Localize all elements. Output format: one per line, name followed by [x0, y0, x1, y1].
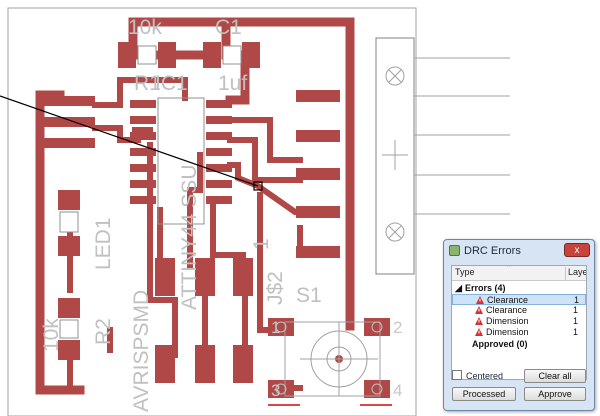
column-layer[interactable]: Layer: [565, 267, 586, 280]
label-ic1-part: ATTINY44 SSU: [178, 165, 201, 310]
error-row[interactable]: Dimension 1: [452, 327, 586, 338]
error-row[interactable]: Dimension 1: [452, 316, 586, 327]
label-c1-value: 1uf: [218, 72, 247, 95]
error-layer: 1: [573, 327, 579, 337]
expand-arrow-icon: ◢: [455, 283, 462, 293]
error-layer: 1: [573, 305, 579, 315]
label-s1-name: S1: [296, 284, 322, 307]
list-header: ^ Type Layer: [452, 266, 586, 281]
label-led1-name: LED1: [92, 217, 115, 270]
label-ic1-name: IC1: [155, 72, 188, 95]
label-r1-value: 10k: [128, 16, 162, 39]
group-errors[interactable]: ◢ Errors (4): [452, 283, 586, 294]
drc-errors-dialog[interactable]: DRC Errors x ^ Type Layer ◢ Errors (4) C…: [443, 239, 595, 411]
label-s1-pin-1: 1: [271, 318, 280, 337]
drc-title-bar[interactable]: DRC Errors x: [444, 240, 594, 262]
label-r2-value: 10k: [40, 318, 63, 352]
centered-label: Centered: [466, 371, 504, 381]
s1-pin-markers: [275, 321, 383, 395]
clear-all-button[interactable]: Clear all: [524, 369, 586, 383]
label-s1-pin-3: 3: [271, 381, 280, 400]
error-type: Dimension: [486, 327, 529, 337]
label-r2-name: R2: [92, 318, 115, 345]
label-s1-pin-4: 4: [393, 381, 402, 400]
group-approved-label: Approved (0): [472, 339, 528, 349]
copper-pads: [37, 42, 392, 406]
connector-lines: [382, 57, 510, 242]
column-type[interactable]: Type: [455, 267, 475, 277]
warning-icon: [476, 296, 484, 304]
error-row[interactable]: Clearance 1: [452, 305, 586, 316]
warning-icon: [475, 328, 483, 336]
error-type: Clearance: [487, 295, 529, 305]
drc-error-marker[interactable]: [253, 181, 263, 191]
error-type: Clearance: [486, 305, 528, 315]
label-j2-name: J$2: [264, 271, 287, 305]
warning-icon: [475, 317, 483, 325]
processed-button[interactable]: Processed: [452, 387, 516, 401]
label-pin-one: 1: [250, 238, 273, 250]
group-errors-label: Errors (4): [465, 283, 506, 293]
airwire-line: [0, 95, 259, 187]
error-row[interactable]: Clearance 1: [452, 294, 586, 305]
drc-title: DRC Errors: [464, 245, 521, 257]
switch-s1-outline: [284, 321, 381, 397]
error-layer: 1: [573, 316, 579, 326]
checkbox-box[interactable]: [452, 370, 462, 380]
label-r1-name: R1: [134, 72, 161, 95]
error-layer: 1: [574, 295, 580, 305]
group-approved[interactable]: Approved (0): [452, 339, 586, 350]
centered-checkbox[interactable]: Centered: [452, 370, 503, 381]
approve-button[interactable]: Approve: [524, 387, 586, 401]
label-s1-pin-2: 2: [393, 318, 402, 337]
error-type: Dimension: [486, 316, 529, 326]
label-c1-name: C1: [215, 16, 242, 39]
sort-indicator-icon: ^: [507, 265, 511, 271]
label-avr-name: AVRISPSMD: [130, 290, 153, 412]
app-icon: [449, 245, 460, 256]
warning-icon: [475, 306, 483, 314]
close-button[interactable]: x: [564, 243, 590, 257]
drc-error-list[interactable]: ^ Type Layer ◢ Errors (4) Clearance 1 Cl…: [451, 265, 587, 380]
